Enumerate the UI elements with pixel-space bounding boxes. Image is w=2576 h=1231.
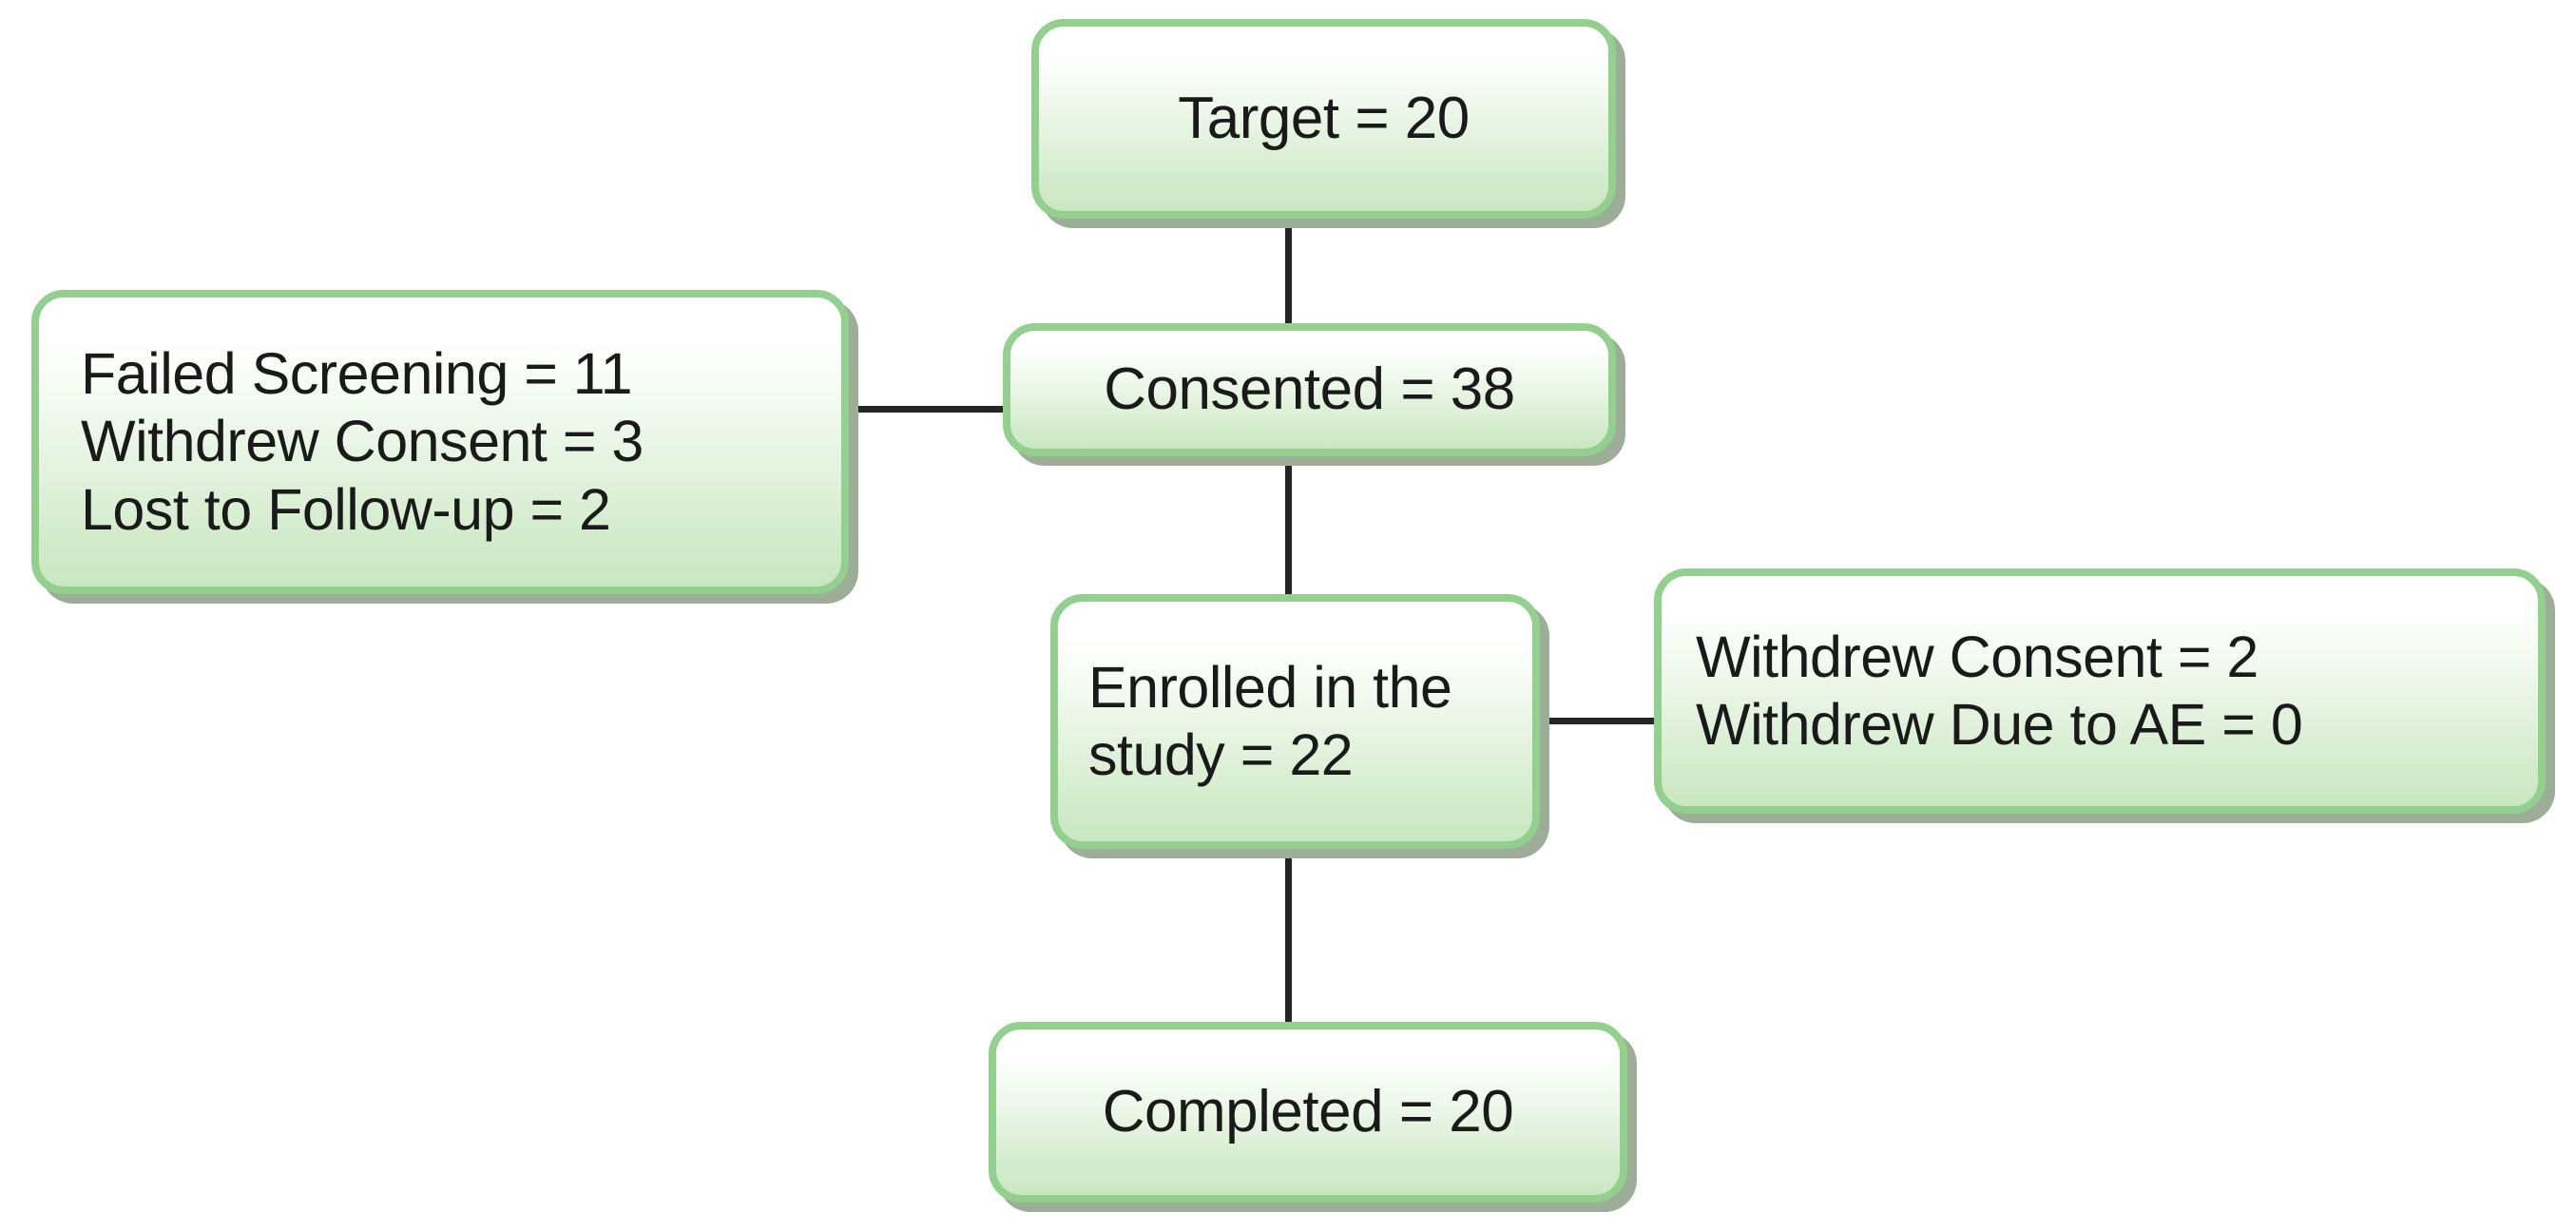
edge-screening-losses-to-consented [845, 406, 1005, 413]
target-box[interactable]: Target = 20 [1031, 19, 1616, 219]
enrolled-box-line-2: study = 22 [1088, 722, 1354, 787]
screening-losses-box[interactable]: Failed Screening = 11 Withdrew Consent =… [31, 290, 849, 594]
post-enrollment-withdrawals-box[interactable]: Withdrew Consent = 2 Withdrew Due to AE … [1654, 568, 2546, 814]
completed-box[interactable]: Completed = 20 [989, 1022, 1627, 1202]
edge-consented-to-enrolled [1285, 461, 1292, 597]
consented-box-line-1: Consented = 38 [1104, 356, 1515, 422]
screening-losses-line-2: Withdrew Consent = 3 [81, 409, 644, 474]
edge-enrolled-to-completed [1285, 853, 1292, 1024]
consented-box[interactable]: Consented = 38 [1003, 323, 1616, 456]
withdrawals-line-1: Withdrew Consent = 2 [1696, 624, 2259, 689]
screening-losses-line-1: Failed Screening = 11 [81, 340, 633, 406]
edge-target-to-consented [1285, 217, 1292, 326]
enrolled-box[interactable]: Enrolled in the study = 22 [1050, 594, 1540, 849]
screening-losses-line-3: Lost to Follow-up = 2 [81, 476, 611, 542]
enrolled-box-line-1: Enrolled in the [1088, 654, 1452, 720]
edge-enrolled-to-withdrawals [1538, 718, 1658, 724]
target-box-line-1: Target = 20 [1178, 85, 1470, 151]
completed-box-line-1: Completed = 20 [1102, 1078, 1514, 1144]
withdrawals-line-2: Withdrew Due to AE = 0 [1696, 692, 2303, 757]
